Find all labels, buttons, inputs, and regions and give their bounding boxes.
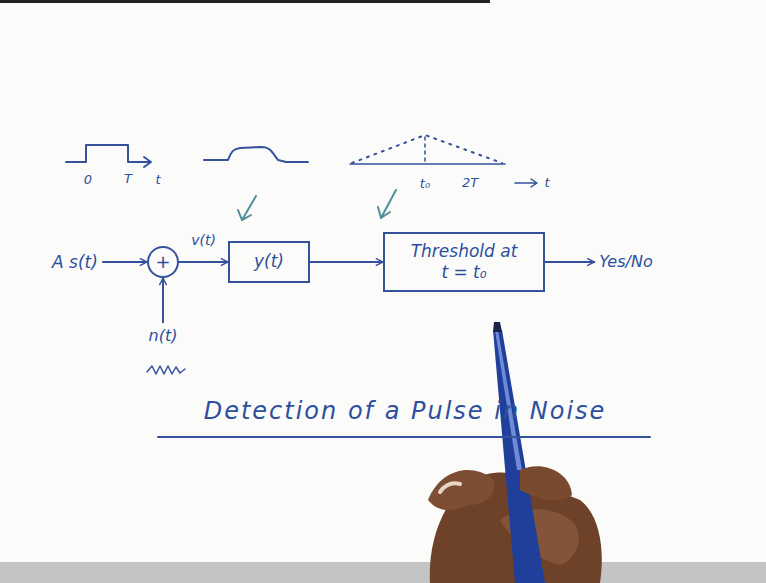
node-text-group: y(t) [254, 251, 284, 272]
rect-pulse-sketch [66, 145, 150, 162]
axis-arrowhead [144, 157, 151, 167]
pointer-arrow [238, 196, 256, 220]
hand-with-marker [428, 322, 602, 583]
signal-label: 0 [84, 173, 92, 187]
triangle-output-sketch [352, 135, 502, 163]
title-underline [158, 436, 650, 438]
signal-connector [310, 261, 383, 263]
pointer-arrow [378, 190, 396, 218]
node-text: + [155, 251, 170, 274]
node-text-group: + [155, 251, 170, 274]
signal-label: 2T [462, 176, 478, 190]
node-text: Threshold at t = t₀ [410, 241, 518, 284]
top-edge-bar [0, 0, 490, 3]
noise-squiggle [147, 366, 185, 374]
summing-junction: + [147, 246, 179, 278]
axis-arrow [515, 179, 537, 187]
signal-label: T [124, 172, 132, 186]
signal-label: v(t) [189, 232, 218, 248]
signal-connector [179, 261, 228, 263]
process-box: Threshold at t = t₀ [383, 232, 545, 292]
input-wire [103, 261, 147, 263]
axis-line [350, 163, 505, 165]
process-box: y(t) [228, 241, 310, 283]
filtered-pulse-sketch [204, 147, 308, 162]
signal-label: t [544, 176, 549, 190]
bottom-edge-bar [0, 562, 766, 583]
diagram-title: Detection of a Pulse in Noise [204, 397, 607, 425]
signal-label: t₀ [420, 177, 430, 191]
circle-shape [148, 247, 178, 277]
noise-wire [162, 278, 164, 322]
signal-label: t [155, 173, 160, 187]
signal-label: Yes/No [599, 253, 652, 271]
output-wire [545, 261, 594, 263]
signal-label: A s(t) [52, 253, 98, 272]
node-text: y(t) [254, 251, 284, 272]
peak-marker [424, 137, 426, 165]
signal-label: n(t) [149, 327, 178, 345]
node-text-group: Threshold at t = t₀ [410, 241, 518, 284]
